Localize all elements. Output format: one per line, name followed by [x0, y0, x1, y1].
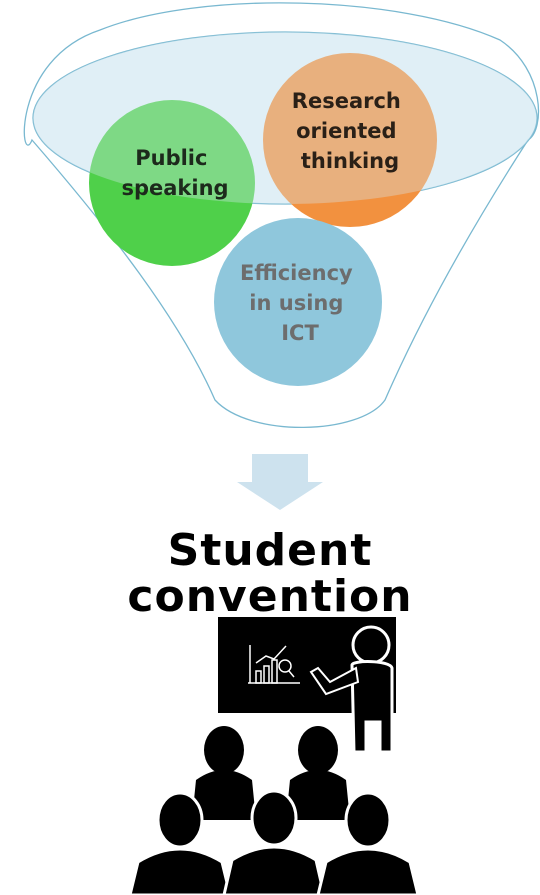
audience-icon	[128, 726, 420, 895]
label-research-thinking: Research oriented thinking	[292, 89, 408, 173]
presenter-icon	[309, 625, 394, 754]
bar-chart-icon	[248, 645, 300, 684]
title-line-1: Student	[167, 525, 373, 576]
circle-efficiency-ict	[214, 218, 382, 386]
down-arrow	[237, 454, 323, 510]
title-line-2: convention	[127, 571, 413, 622]
circle-public-speaking	[89, 100, 255, 266]
label-public-speaking: Public speaking	[121, 146, 228, 200]
label-efficiency-ict: Efficiency in using ICT	[240, 261, 360, 345]
circle-research-thinking	[263, 53, 437, 227]
funnel-rim-overlay	[33, 32, 537, 204]
